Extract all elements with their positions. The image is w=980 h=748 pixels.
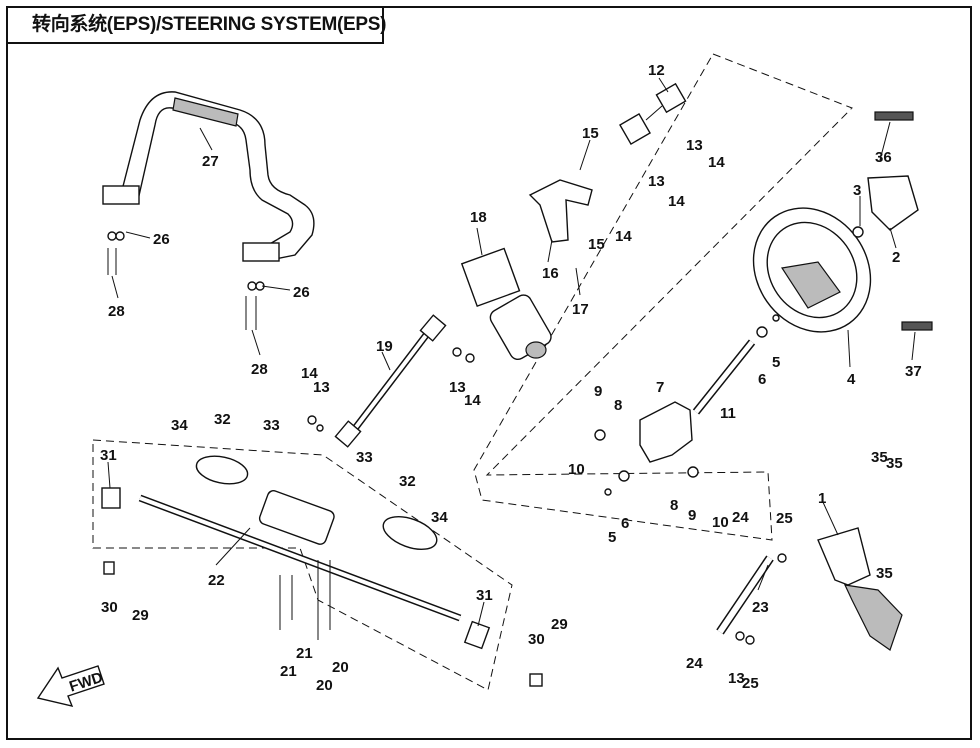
callout-numbers: 1 2 3 4 5 5 6 6 7 8 8 9 9 10 10 11 12 13… xyxy=(100,62,922,694)
callout-29b: 29 xyxy=(551,616,568,633)
rack-assembly-group-outline xyxy=(92,439,513,691)
fwd-label: FWD xyxy=(67,669,105,696)
callout-14e: 14 xyxy=(301,365,318,382)
callout-13e: 13 xyxy=(728,670,745,687)
callout-23: 23 xyxy=(752,599,769,616)
callout-24b: 24 xyxy=(686,655,703,672)
callout-30: 30 xyxy=(101,599,118,616)
callout-25: 25 xyxy=(776,510,793,527)
tie-rod-end-31-left xyxy=(101,487,121,509)
intermediate-shaft-19 xyxy=(334,314,447,448)
callout-6: 6 xyxy=(758,371,766,388)
callout-5: 5 xyxy=(772,354,780,371)
callout-13: 13 xyxy=(686,137,703,154)
callout-24: 24 xyxy=(732,509,749,526)
callout-14c: 14 xyxy=(615,228,632,245)
callout-35: 35 xyxy=(871,449,888,466)
callout-8: 8 xyxy=(614,397,622,414)
callout-14d: 14 xyxy=(464,392,481,409)
callout-34b: 34 xyxy=(431,509,448,526)
bracket-16 xyxy=(528,179,593,243)
column-bracket-7 xyxy=(639,401,693,463)
eps-unit-18 xyxy=(460,247,552,361)
callout-6b: 6 xyxy=(621,515,629,532)
callout-33: 33 xyxy=(263,417,280,434)
callout-13d: 13 xyxy=(313,379,330,396)
callout-18: 18 xyxy=(470,209,487,226)
callout-15: 15 xyxy=(582,125,599,142)
callout-30b: 30 xyxy=(528,631,545,648)
callout-13b: 13 xyxy=(648,173,665,190)
callout-27: 27 xyxy=(202,153,219,170)
pedal-assembly-1 xyxy=(817,527,903,651)
steering-wheel-4 xyxy=(752,207,872,333)
callout-3: 3 xyxy=(853,182,861,199)
callout-17: 17 xyxy=(572,301,589,318)
center-cover-2 xyxy=(867,175,919,231)
upper-ujoint-12 xyxy=(619,82,687,145)
callout-14: 14 xyxy=(708,154,725,171)
callout-36: 36 xyxy=(875,149,892,166)
callout-1: 1 xyxy=(818,490,826,507)
callout-21: 21 xyxy=(280,663,297,680)
callout-28b: 28 xyxy=(251,361,268,378)
fasteners xyxy=(103,226,864,687)
callout-26: 26 xyxy=(153,231,170,248)
callout-29: 29 xyxy=(132,607,149,624)
page-title: 转向系统(EPS)/STEERING SYSTEM(EPS) xyxy=(6,6,386,44)
leader-lines xyxy=(107,77,916,627)
callout-33b: 33 xyxy=(356,449,373,466)
steering-rack-22 xyxy=(138,455,462,622)
callout-11: 11 xyxy=(720,405,736,422)
callout-10: 10 xyxy=(568,461,585,478)
callout-31b: 31 xyxy=(476,587,493,604)
callout-9b: 9 xyxy=(688,507,696,524)
callout-35b: 35 xyxy=(886,455,903,472)
callout-14b: 14 xyxy=(668,193,685,210)
tie-rod-end-31-right xyxy=(463,620,491,650)
emblem-37 xyxy=(901,321,933,331)
callout-19: 19 xyxy=(376,338,393,355)
roll-bar-frame-27 xyxy=(102,91,315,262)
callout-25b: 25 xyxy=(742,675,759,692)
callout-10b: 10 xyxy=(712,514,729,531)
callout-32b: 32 xyxy=(399,473,416,490)
callout-2: 2 xyxy=(892,249,900,266)
callout-16: 16 xyxy=(542,265,559,282)
callout-5b: 5 xyxy=(608,529,616,546)
callout-34: 34 xyxy=(171,417,188,434)
callout-15b: 15 xyxy=(588,236,605,253)
callout-4: 4 xyxy=(847,371,856,388)
callout-8b: 8 xyxy=(670,497,678,514)
steering-column-group-outline xyxy=(473,53,853,541)
emblem-36 xyxy=(874,111,914,121)
callout-35c: 35 xyxy=(876,565,893,582)
drawing-frame xyxy=(6,6,972,740)
damper-23 xyxy=(716,555,774,635)
callout-12: 12 xyxy=(648,62,665,79)
steering-shaft-11 xyxy=(692,339,756,415)
callout-7: 7 xyxy=(656,379,664,396)
callout-32: 32 xyxy=(214,411,231,428)
callout-13c: 13 xyxy=(449,379,466,396)
forward-arrow-icon: FWD xyxy=(36,665,105,707)
callout-37: 37 xyxy=(905,363,922,380)
callout-26b: 26 xyxy=(293,284,310,301)
callout-20b: 20 xyxy=(332,659,349,676)
callout-22: 22 xyxy=(208,572,225,589)
callout-9: 9 xyxy=(594,383,602,400)
callout-21b: 21 xyxy=(296,645,313,662)
callout-20: 20 xyxy=(316,677,333,694)
callout-28: 28 xyxy=(108,303,125,320)
callout-31: 31 xyxy=(100,447,117,464)
